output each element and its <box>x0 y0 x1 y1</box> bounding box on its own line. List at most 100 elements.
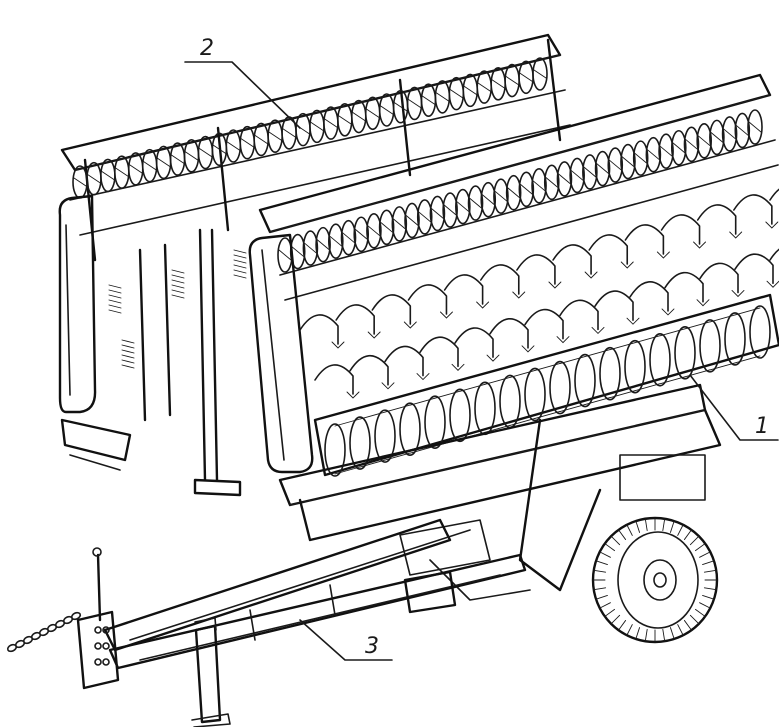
front-roller-spoke <box>621 156 635 168</box>
cage-roller-ring <box>749 305 771 359</box>
front-roller-disc <box>416 199 433 235</box>
spring-tine <box>335 304 375 335</box>
spring-tine <box>479 264 520 295</box>
front-roller-disc <box>607 147 624 183</box>
tine-tip <box>693 241 706 249</box>
front-roller-disc <box>543 164 560 201</box>
cage-roller-bar <box>509 417 536 426</box>
front-roller-disc <box>391 206 408 242</box>
cage-roller-ring <box>424 395 446 450</box>
front-roller-spoke <box>303 242 317 254</box>
cage-roller-ring <box>499 374 521 429</box>
front-roller-disc <box>531 168 547 204</box>
front-roller-spoke <box>405 214 419 226</box>
front-roller-spoke <box>608 159 622 171</box>
rear-roller-spoke <box>505 76 519 85</box>
tine-tip <box>584 271 598 279</box>
tine-tip <box>656 251 670 259</box>
cage-roller-ring <box>399 402 421 456</box>
cage-roller-ring <box>449 388 471 443</box>
tine-tip <box>696 299 710 307</box>
tire-tread-line <box>695 608 706 617</box>
tire-tread-line <box>702 560 715 565</box>
front-roller-spoke <box>532 180 546 192</box>
cage-roller-bar <box>559 404 586 412</box>
front-roller-disc <box>594 150 611 187</box>
tire-tread-line <box>604 543 615 552</box>
cage-roller-ring <box>699 319 721 373</box>
front-roller-spoke <box>494 190 508 202</box>
rear-roller-spoke <box>282 128 296 138</box>
spring-coil <box>108 294 122 299</box>
front-roller-disc <box>670 129 687 166</box>
front-roller-spoke <box>634 152 648 164</box>
tine-tip <box>626 317 640 325</box>
spring-tine <box>769 248 779 261</box>
cage-roller-bar <box>484 424 511 433</box>
tine-tip <box>403 321 417 329</box>
tire-tread-line <box>662 628 666 642</box>
cage-roller-ring <box>549 360 571 415</box>
spring-coil <box>121 359 135 364</box>
hitch-hole <box>102 658 110 666</box>
hitch-hole <box>102 626 110 634</box>
spring-coil <box>108 284 122 289</box>
front-roller-disc <box>709 119 725 156</box>
tire-tread-line <box>618 529 627 540</box>
rear-roller-spoke <box>324 118 338 128</box>
front-roller-spoke <box>507 187 521 199</box>
spring-coil <box>171 269 185 274</box>
front-roller-spoke <box>392 218 406 230</box>
tine-tip <box>331 341 345 349</box>
rear-roller-spoke <box>212 144 226 154</box>
center-side-panel <box>248 233 314 474</box>
front-roller-disc <box>747 109 763 145</box>
rear-roller-spoke <box>199 148 212 157</box>
front-roller-spoke <box>545 176 559 188</box>
spring-tine <box>384 345 424 377</box>
front-roller-spoke <box>316 239 330 251</box>
cage-roller-bar <box>659 376 686 385</box>
front-roller-spoke <box>710 131 724 143</box>
spring-coil <box>233 254 247 259</box>
rear-roller-spoke <box>157 157 171 167</box>
tine-tip <box>521 345 535 353</box>
hitch-hole <box>94 626 102 634</box>
rear-roller-spoke <box>73 177 87 187</box>
front-roller-disc <box>620 143 636 180</box>
tire-tread-line <box>595 595 608 600</box>
spring-coil <box>171 289 185 294</box>
front-roller-spoke <box>748 121 762 133</box>
rear-roller-spoke <box>268 131 282 141</box>
spring-coil <box>121 349 135 354</box>
spring-tine <box>299 314 339 345</box>
tire-tread-line <box>635 520 640 533</box>
front-roller-disc <box>480 181 497 218</box>
rear-roller-spoke <box>463 85 477 95</box>
spring-tine <box>454 327 494 358</box>
transport-wheel <box>591 516 719 644</box>
tine-tip <box>512 291 526 299</box>
rear-roller-spoke <box>533 69 547 79</box>
rear-roller-spoke <box>185 151 198 161</box>
left-side-frame <box>58 194 247 497</box>
front-roller-spoke <box>570 169 584 181</box>
rear-roller-spoke <box>226 141 240 151</box>
callout-label-2: 2 <box>200 36 214 61</box>
tine-tip <box>381 382 395 390</box>
spring-coil <box>233 264 247 269</box>
front-roller-spoke <box>735 125 749 136</box>
cage-roller-bar <box>409 445 436 454</box>
spring-coil <box>108 289 122 294</box>
front-roller-disc <box>366 212 382 249</box>
front-roller-spoke <box>342 232 355 244</box>
rear-roller-spoke <box>366 108 380 118</box>
tine-tip <box>765 221 779 229</box>
cage-roller-bar <box>734 355 761 364</box>
rear-roller-spoke <box>491 79 505 89</box>
spring-coil <box>121 354 135 359</box>
spring-tine <box>552 244 592 275</box>
front-roller-spoke <box>354 228 368 240</box>
front-roller-disc <box>302 230 319 266</box>
